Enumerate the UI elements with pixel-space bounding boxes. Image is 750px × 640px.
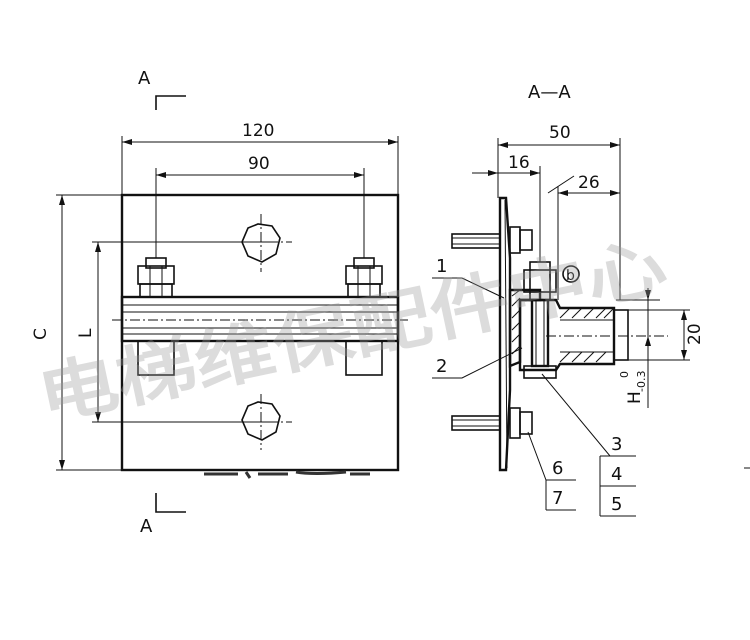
part-label-3: 3	[611, 434, 622, 455]
part-label-5: 5	[611, 494, 622, 515]
section-marker-top: A	[138, 68, 151, 89]
section-arrow-bottom	[155, 493, 186, 513]
dim-text-l: L	[76, 328, 96, 338]
front-view: A A 120 90 C L	[31, 68, 408, 537]
leader-line-1	[432, 277, 505, 299]
dim-text-20: 20	[685, 323, 705, 345]
rail-clip-left	[137, 340, 175, 376]
section-view: A—A 50 16 26	[432, 82, 750, 517]
part-label-2: 2	[436, 356, 447, 377]
dim-arrow	[95, 242, 101, 252]
leader-line-2	[432, 347, 523, 379]
plate-edge	[504, 199, 508, 469]
part-label-1: 1	[436, 256, 447, 277]
dim-arrow	[530, 170, 540, 176]
dim-arrow	[681, 350, 687, 360]
dim-arrow	[558, 190, 568, 196]
dim-text-c: C	[31, 328, 51, 340]
part-label-7: 7	[552, 488, 563, 509]
dim-arrow	[95, 412, 101, 422]
section-marker-bottom: A	[140, 516, 153, 537]
dim-text-h: H	[625, 391, 645, 404]
anchor-bolt-top	[451, 226, 533, 254]
dim-text-120: 120	[242, 121, 274, 141]
dim-arrow	[122, 139, 132, 145]
section-title: A—A	[528, 82, 571, 103]
dim-text-90: 90	[248, 154, 270, 174]
bolt-nut-left	[137, 257, 175, 298]
dim-arrow	[681, 310, 687, 320]
dim-arrow	[156, 172, 166, 178]
dim-arrow	[610, 190, 620, 196]
guide-rail	[120, 295, 400, 343]
bolt-nut-right	[345, 257, 383, 298]
dim-text-h-upper: 0	[618, 371, 631, 378]
dim-arrow	[488, 170, 498, 176]
part-label-6: 6	[552, 458, 563, 479]
dim-text-50: 50	[549, 123, 571, 143]
dim-text-h-lower: -0.3	[635, 371, 648, 392]
section-base-plate	[498, 196, 512, 472]
dim-arrow	[388, 139, 398, 145]
part-label-4: 4	[611, 464, 622, 485]
anchor-bolt-bottom	[451, 407, 533, 439]
leader-line	[547, 175, 575, 194]
dim-arrow	[498, 142, 508, 148]
rail-section	[518, 298, 668, 372]
dim-arrow	[610, 142, 620, 148]
dim-arrow	[645, 290, 651, 300]
dim-text-26: 26	[578, 173, 600, 193]
dim-arrow	[59, 460, 65, 470]
rail-web	[613, 309, 629, 361]
hex-bolt-top	[232, 214, 292, 272]
dim-arrow	[59, 195, 65, 205]
dim-arrow	[354, 172, 364, 178]
dim-text-16: 16	[508, 153, 530, 173]
hex-bolt-bottom	[232, 394, 292, 450]
callout-circle	[562, 265, 580, 283]
clamp-bolt	[523, 261, 557, 379]
callout-circle-label: b	[566, 268, 575, 284]
rail-clip-right	[345, 340, 383, 376]
watermark: 电梯维保配件中心	[31, 227, 673, 435]
scan-artifact	[204, 470, 370, 479]
dim-arrow	[645, 336, 651, 346]
section-arrow-top	[155, 95, 186, 110]
